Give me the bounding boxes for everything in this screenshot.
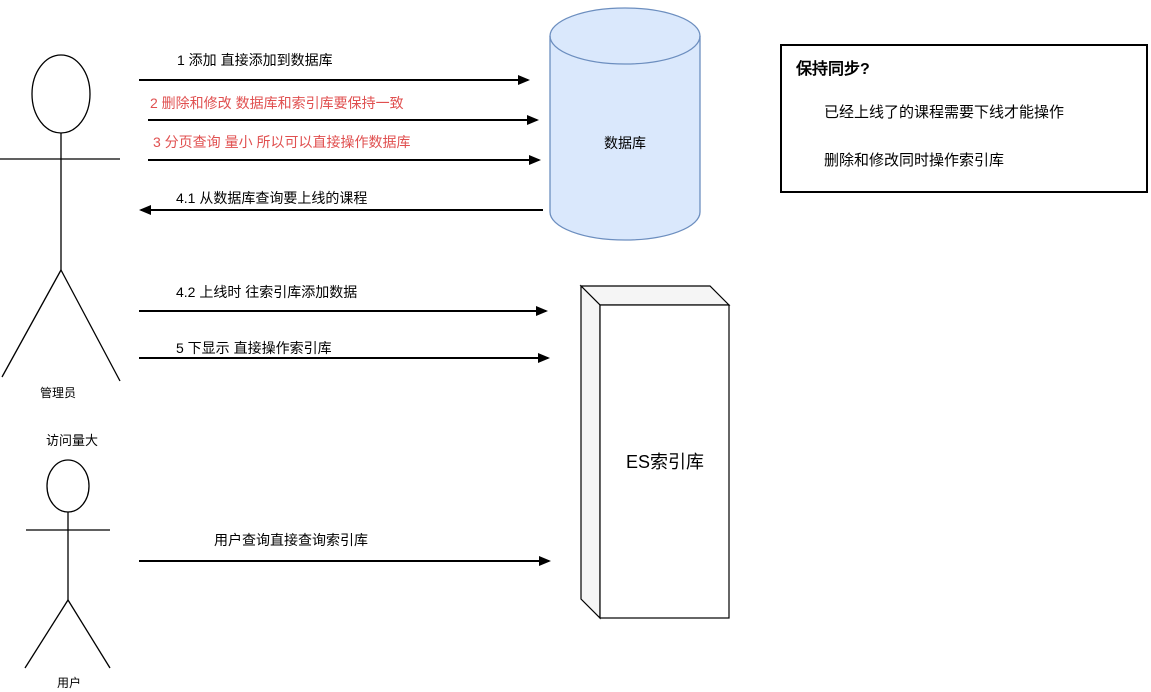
sync-note-line-2: 删除和修改同时操作索引库 <box>824 152 1005 169</box>
sync-note-title: 保持同步? <box>796 61 870 78</box>
admin-left-leg <box>1 269 62 378</box>
arrows-layer <box>139 75 551 566</box>
arrow-5-label: 5 下显示 直接操作索引库 <box>176 340 332 356</box>
sync-note-line-1: 已经上线了的课程需要下线才能操作 <box>824 104 1065 121</box>
es-index-cube <box>579 284 731 620</box>
user-actor-label: 用户 <box>57 676 82 690</box>
admin-actor-figure <box>0 54 121 382</box>
user-traffic-annotation: 访问量大 <box>46 433 99 448</box>
user-head <box>46 459 90 513</box>
database-cylinder <box>549 7 701 241</box>
arrow-3-label: 3 分页查询 量小 所以可以直接操作数据库 <box>153 134 411 150</box>
user-left-leg <box>24 599 69 669</box>
user-actor-figure <box>24 459 111 669</box>
arrow-1-label: 1 添加 直接添加到数据库 <box>177 52 333 68</box>
es-index-label: ES索引库 <box>625 452 704 472</box>
sync-note-box: 保持同步? 已经上线了的课程需要下线才能操作 删除和修改同时操作索引库 <box>780 44 1148 193</box>
arrow-2-label: 2 删除和修改 数据库和索引库要保持一致 <box>150 95 404 111</box>
arrow-4-2-label: 4.2 上线时 往索引库添加数据 <box>176 284 358 300</box>
database-label: 数据库 <box>604 135 646 151</box>
es-cube-front-face <box>599 304 730 619</box>
admin-actor-label: 管理员 <box>40 386 77 400</box>
arrow-user-query-label: 用户查询直接查询索引库 <box>214 532 368 548</box>
es-cube-top-face <box>579 285 731 306</box>
admin-head <box>31 54 91 134</box>
admin-right-leg <box>60 269 121 382</box>
arrow-4-1-label: 4.1 从数据库查询要上线的课程 <box>176 190 368 206</box>
user-right-leg <box>67 599 111 669</box>
es-cube-left-face <box>580 284 601 620</box>
